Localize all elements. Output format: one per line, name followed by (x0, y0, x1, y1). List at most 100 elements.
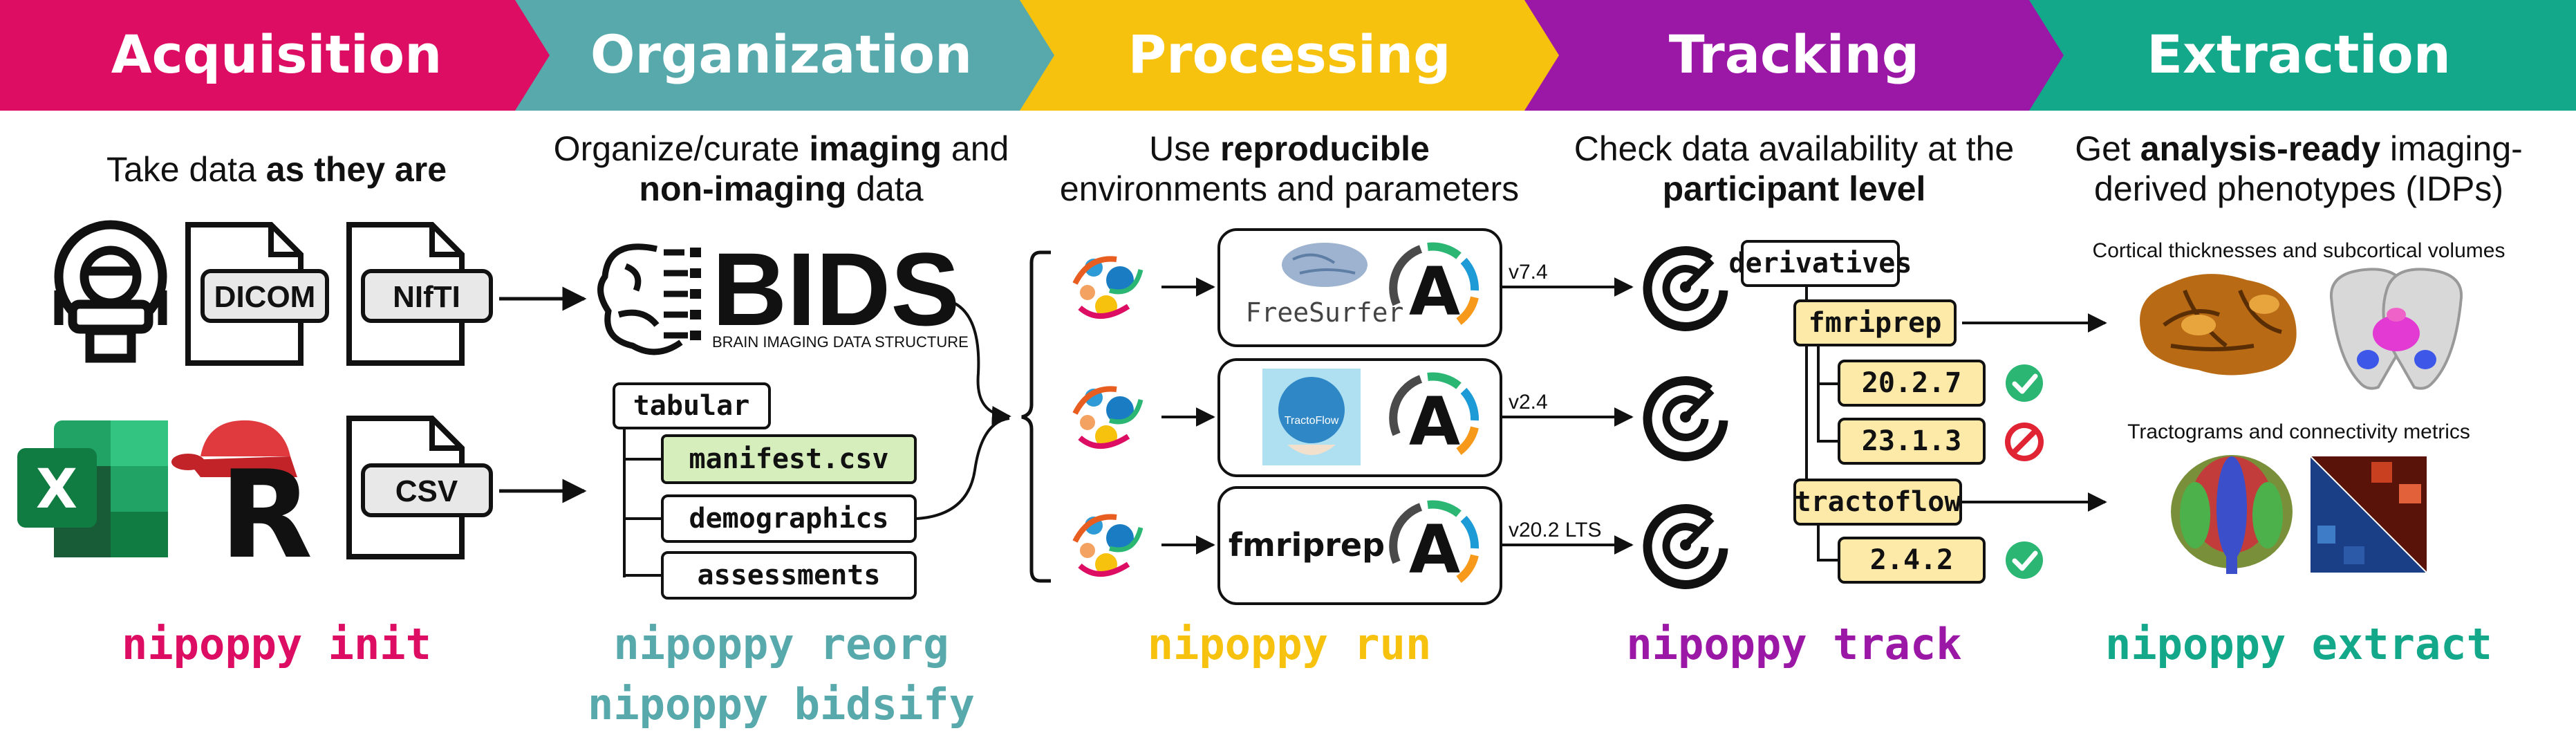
pipeline-version-label: v20.2 LTS (1509, 519, 1602, 541)
bids-subtitle: BRAIN IMAGING DATA STRUCTURE (712, 333, 969, 351)
nipoppy-logo-icon (1072, 256, 1144, 319)
tracking-target-icon (1643, 503, 1728, 589)
subcortical-brain-image (2329, 268, 2463, 390)
apptainer-logo-letter: A (1409, 253, 1460, 331)
bids-logo: BIDS (712, 231, 960, 347)
nifti-file-icon: NIfTI (346, 222, 493, 366)
fmriprep-version-box-2 (1838, 418, 1986, 465)
pipeline-version-label: v7.4 (1509, 261, 1548, 284)
tractogram-caption: Tractograms and connectivity metrics (2127, 420, 2470, 443)
apptainer-logo-icon: A (1389, 372, 1480, 461)
freesurfer-label: FreeSurfer (1246, 297, 1404, 328)
dicom-label: DICOM (214, 280, 316, 314)
r-cap-icon: R (171, 420, 312, 586)
demographics-label: demographics (689, 503, 889, 535)
tabular-tree: tabular manifest.csv demographics assess… (613, 382, 917, 600)
excel-logo-letter: X (36, 458, 77, 521)
tractoflow-pipeline-label: tractoflow (1795, 486, 1962, 518)
dicom-file-icon: DICOM (185, 222, 329, 366)
tracking-target-icon (1643, 245, 1728, 331)
extraction-description-line1: Get analysis-ready imaging- (2075, 129, 2523, 168)
tractogram-image (2171, 455, 2293, 574)
organization-banner (515, 0, 1058, 111)
acquisition-title: Acquisition (111, 24, 442, 85)
apptainer-logo-icon: A (1389, 500, 1480, 588)
tabular-root-box (613, 382, 771, 429)
command-bidsify: nipoppy bidsify (588, 679, 975, 730)
processing-description-line2: environments and parameters (1060, 169, 1519, 208)
organization-description-line2: non-imaging data (639, 169, 923, 208)
command-run: nipoppy run (1148, 619, 1432, 669)
tracking-description-line1: Check data availability at the (1574, 129, 2014, 168)
ok-status-icon (2006, 541, 2043, 579)
pipeline-box (1217, 486, 1502, 605)
apptainer-logo-letter: A (1409, 511, 1460, 588)
nifti-label: NIfTI (393, 280, 460, 314)
extraction-title: Extraction (2147, 24, 2451, 85)
fmriprep-version-label-2: 23.1.3 (1862, 425, 1962, 457)
processing-banner (1020, 0, 1562, 111)
csv-file-icon: CSV (346, 416, 493, 559)
bids-brain-icon (597, 243, 688, 355)
cortical-caption: Cortical thicknesses and subcortical vol… (2093, 239, 2505, 262)
tracking-icons (1643, 245, 1728, 589)
assessments-box (661, 551, 917, 600)
processing-bracket (1021, 250, 1051, 583)
manifest-label: manifest.csv (689, 443, 889, 475)
freesurfer-brain-icon (1282, 243, 1368, 287)
bids-to-processing-arrow (940, 297, 1011, 425)
organization-description-line1: Organize/curate imaging and (554, 129, 1009, 168)
tracking-banner (1524, 0, 2067, 111)
organization-title: Organization (590, 24, 972, 85)
tractoflow-label: TractoFlow (1285, 415, 1339, 427)
extraction-banner (2029, 0, 2576, 111)
command-init: nipoppy init (122, 619, 431, 669)
tabular-root-label: tabular (633, 390, 750, 422)
fmriprep-version-box-1 (1838, 360, 1986, 407)
acquisition-description: Take data as they are (106, 150, 447, 189)
command-track: nipoppy track (1626, 619, 1961, 669)
fmriprep-pipeline-label: fmriprep (1809, 307, 1942, 339)
nipoppy-logo-icon (1072, 386, 1144, 449)
fmriprep-label: fmriprep (1229, 526, 1385, 564)
bids-doc-icons (690, 248, 701, 340)
manifest-box (661, 434, 917, 484)
derivatives-box (1741, 240, 1900, 287)
r-logo-letter: R (220, 445, 313, 586)
tractoflow-version-box-1 (1838, 537, 1986, 584)
tabular-to-processing-line (916, 417, 1010, 520)
pipeline-version-label: v2.4 (1509, 391, 1548, 414)
command-reorg: nipoppy reorg (613, 619, 949, 669)
connectivity-matrix-image (2310, 456, 2427, 573)
mri-scanner-icon (54, 220, 167, 363)
command-extract: nipoppy extract (2105, 619, 2492, 669)
fail-status-icon (2005, 423, 2044, 461)
processing-description-line1: Use reproducible (1149, 129, 1430, 168)
tracking-target-icon (1643, 375, 1728, 461)
extraction-description-line2: derived phenotypes (IDPs) (2094, 169, 2503, 208)
nipoppy-logo-icon (1072, 514, 1144, 577)
demographics-box (661, 494, 917, 543)
excel-icon: X (17, 420, 168, 557)
fmriprep-pipeline-box (1793, 299, 1957, 346)
fmriprep-version-label-1: 20.2.7 (1862, 367, 1962, 399)
tracking-description-line2: participant level (1663, 169, 1926, 208)
assessments-label: assessments (698, 559, 881, 591)
apptainer-logo-letter: A (1409, 383, 1460, 461)
cortical-brain-image (2140, 274, 2297, 375)
tractoflow-pipeline-box (1793, 479, 1962, 526)
tracking-title: Tracking (1669, 24, 1919, 85)
tractoflow-version-label-1: 2.4.2 (1870, 544, 1953, 576)
derivatives-label: derivatives (1729, 248, 1912, 279)
processing-title: Processing (1128, 24, 1450, 85)
stage-banner: Acquisition Organization Processing Trac… (0, 0, 2576, 111)
acquisition-banner (0, 0, 553, 111)
apptainer-logo-icon: A (1389, 242, 1480, 331)
csv-label: CSV (395, 474, 458, 508)
ok-status-icon (2006, 364, 2043, 402)
